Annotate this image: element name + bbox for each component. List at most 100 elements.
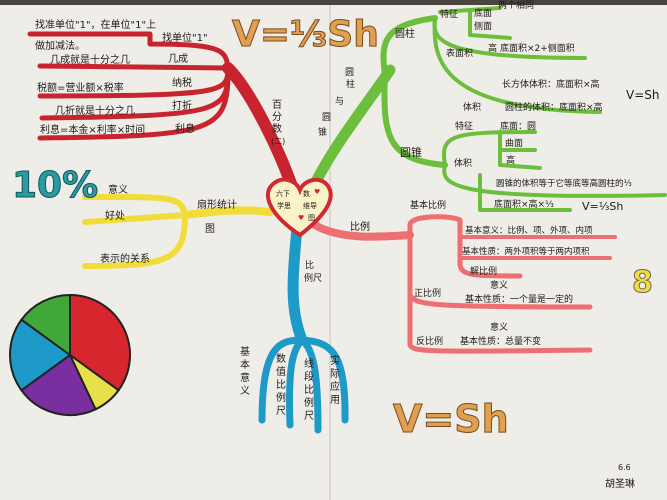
direct-meaning: 意义 bbox=[490, 279, 508, 291]
signature-name: 胡圣琳 bbox=[605, 477, 635, 490]
center-text-2b: 维导 bbox=[303, 201, 317, 210]
red-title-3: 数 bbox=[272, 122, 282, 135]
scale-item-char: 际 bbox=[330, 368, 340, 380]
cyl-two-same: 两个相同 bbox=[498, 0, 534, 11]
inverse-label: 反比例 bbox=[416, 335, 443, 347]
scale-item-char: 例 bbox=[304, 396, 314, 409]
pie-slice bbox=[20, 353, 97, 416]
label-interest: 利息 bbox=[175, 122, 195, 135]
cone-volume-line1: 圆锥的体积等于它等底等高圆柱的⅓ bbox=[496, 178, 632, 189]
label-discount: 打折 bbox=[172, 99, 192, 112]
note-jicheng: 几成就是十分之几 bbox=[50, 53, 130, 66]
scale-item-char: 线 bbox=[304, 357, 314, 370]
center-text-2a: 学思 bbox=[277, 201, 291, 210]
green-branch bbox=[306, 6, 667, 212]
yellow-branch-text: 扇形统计 图 意义 好处 表示的关系 bbox=[100, 183, 237, 265]
cone-volume-line2: 底面积×高×⅓ bbox=[494, 198, 554, 210]
label-cone: 圆锥 bbox=[400, 146, 422, 159]
basic-ratio-label: 基本比例 bbox=[410, 199, 446, 211]
cuboid-volume: 长方体体积：底面积×高 bbox=[502, 78, 600, 90]
solve-ratio: 解比例 bbox=[470, 265, 497, 277]
blue-title-1: 比 bbox=[305, 259, 314, 271]
green-title-3: 与 bbox=[335, 96, 344, 107]
scale-item-char: 实 bbox=[330, 354, 340, 367]
note-tax: 税额=营业额×税率 bbox=[37, 81, 124, 94]
pie-benefit: 好处 bbox=[105, 210, 125, 222]
scale-item-char: 本 bbox=[240, 358, 250, 371]
scale-item-char: 用 bbox=[330, 395, 340, 406]
pie-slice bbox=[9, 318, 72, 392]
yellow-title-1: 扇形统计 bbox=[197, 198, 237, 211]
pie-meaning: 意义 bbox=[108, 183, 128, 196]
pie-slice bbox=[69, 293, 131, 392]
yellow-title-2: 图 bbox=[205, 223, 215, 235]
cyl-surface: 表面积 bbox=[446, 47, 473, 59]
green-title-5: 锥 bbox=[318, 126, 327, 138]
small-heart-icon: ♥ bbox=[298, 214, 304, 222]
scale-item-char: 意 bbox=[240, 371, 250, 384]
inverse-property: 基本性质：总量不变 bbox=[460, 335, 541, 347]
scale-item-char: 值 bbox=[276, 365, 286, 378]
cone-base: 底面：圆 bbox=[500, 120, 536, 132]
blue-branch bbox=[258, 222, 349, 434]
pie-slice bbox=[20, 293, 71, 357]
cyl-volume: 体积 bbox=[463, 101, 481, 113]
blue-title-2: 例尺 bbox=[304, 272, 322, 284]
green-branch-text: 圆柱 特征 底面 两个相同 侧面 高 表面积 底面积×2+侧面积 长方体体积：底… bbox=[318, 0, 660, 213]
table-edge bbox=[0, 0, 667, 5]
cyl-formula: V=Sh bbox=[626, 88, 660, 102]
scale-item-char: 基 bbox=[240, 345, 250, 358]
signature-date: 6.6 bbox=[618, 463, 631, 472]
label-cylinder: 圆柱 bbox=[395, 27, 415, 40]
inverse-meaning: 意义 bbox=[490, 321, 508, 333]
basic-meaning: 基本意义：比例、项、外项、内项 bbox=[465, 225, 593, 236]
scale-item-char: 比 bbox=[304, 384, 314, 396]
pie-chart-drawing bbox=[9, 293, 131, 416]
cone-volume: 体积 bbox=[454, 157, 472, 169]
scale-item-char: 应 bbox=[330, 380, 340, 393]
cyl-volume-line: 圆柱的体积：底面积×高 bbox=[505, 101, 603, 113]
green-title-4: 圆 bbox=[322, 112, 331, 123]
cone-formula: V=⅓Sh bbox=[582, 200, 623, 213]
scale-item-char: 尺 bbox=[276, 405, 286, 417]
pink-title: 比例 bbox=[350, 220, 370, 233]
scale-item-char: 尺 bbox=[304, 410, 314, 422]
cone-height: 高 bbox=[506, 154, 515, 166]
cyl-base: 底面 bbox=[474, 7, 492, 19]
green-title-2: 柱 bbox=[346, 78, 355, 90]
direct-property: 基本性质：一个量是一定的 bbox=[465, 293, 573, 305]
scale-item-char: 义 bbox=[240, 385, 250, 397]
label-unit1: 找单位"1" bbox=[162, 31, 208, 44]
formula-cone-decoration: V=⅓Sh bbox=[232, 14, 379, 55]
red-branch-text: 找准单位"1"，在单位"1"上 做加减法。 找单位"1" 几成就是十分之几 几成… bbox=[35, 18, 285, 146]
center-heart: 六下 数 学思 维导 图 ♥ ♥ bbox=[266, 177, 333, 238]
center-text-1b: 数 bbox=[303, 189, 310, 198]
cyl-feature: 特征 bbox=[440, 8, 458, 20]
cone-curved: 曲面 bbox=[505, 138, 523, 149]
label-tax: 纳税 bbox=[172, 76, 192, 89]
yellow-branch bbox=[82, 193, 274, 269]
note-interest: 利息=本金×利率×时间 bbox=[40, 123, 145, 136]
note-unit1-line2: 做加减法。 bbox=[35, 39, 85, 52]
center-text-1a: 六下 bbox=[276, 189, 290, 198]
formula-cylinder-decoration: V=Sh bbox=[393, 397, 509, 441]
basic-property: 基本性质：两外项积等于两内项积 bbox=[462, 246, 590, 257]
label-jicheng: 几成 bbox=[168, 53, 188, 65]
pink-branch bbox=[311, 214, 617, 354]
scale-item-char: 例 bbox=[276, 391, 286, 404]
cyl-surface-formula: 底面积×2+侧面积 bbox=[500, 42, 575, 54]
pie-relationship: 表示的关系 bbox=[100, 252, 150, 265]
direct-label: 正比例 bbox=[414, 287, 441, 299]
note-discount: 几折就是十分之几 bbox=[55, 104, 135, 117]
scale-item-char: 段 bbox=[304, 370, 314, 383]
red-title-1: 百 bbox=[272, 99, 282, 111]
green-title-1: 圆 bbox=[345, 67, 354, 78]
small-heart-icon: ♥ bbox=[314, 188, 320, 196]
pink-branch-text: 比例 基本比例 基本意义：比例、项、外项、内项 基本性质：两外项积等于两内项积 … bbox=[350, 199, 593, 347]
scale-item-char: 数 bbox=[276, 352, 286, 365]
scale-item-char: 比 bbox=[276, 379, 286, 391]
red-title-4: (二) bbox=[271, 137, 285, 146]
